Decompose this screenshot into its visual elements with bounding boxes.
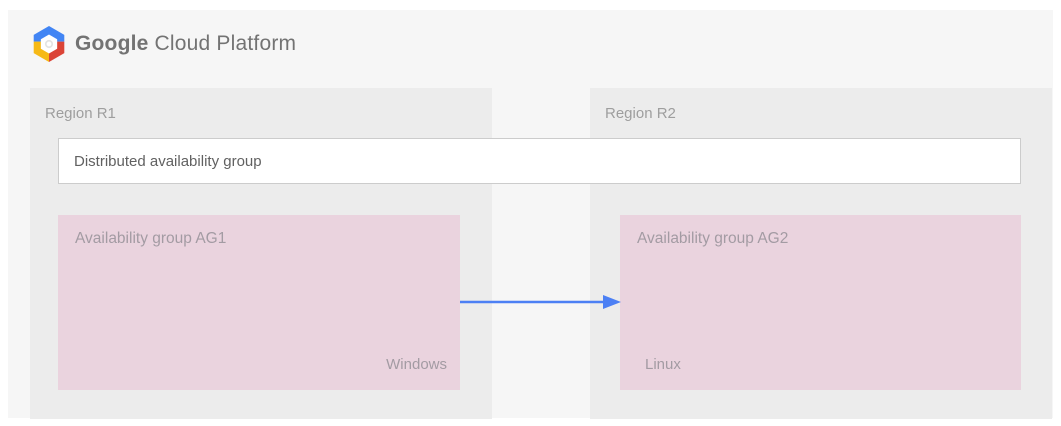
availability-group-ag1-box: Availability group AG1 Windows (58, 215, 460, 390)
google-cloud-platform-logo-icon (33, 25, 65, 63)
ag2-os-label: Linux (645, 356, 681, 373)
availability-group-ag1-label: Availability group AG1 (75, 230, 227, 247)
availability-group-ag2-box: Availability group AG2 Linux (620, 215, 1021, 390)
region-r1-label: Region R1 (45, 105, 116, 122)
brand-cloud-platform: Cloud Platform (154, 32, 297, 55)
region-r2-label: Region R2 (605, 105, 676, 122)
brand-google: Google (75, 32, 149, 55)
ag1-os-label: Windows (386, 356, 447, 373)
distributed-availability-group-label: Distributed availability group (74, 152, 262, 170)
availability-group-ag2-label: Availability group AG2 (637, 230, 789, 247)
distributed-availability-group-box: Distributed availability group (58, 138, 1021, 184)
replication-arrow-icon (460, 295, 621, 309)
